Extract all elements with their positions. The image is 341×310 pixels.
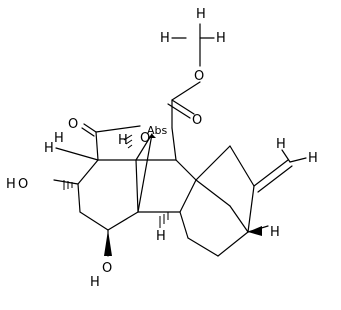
bonds <box>53 23 307 257</box>
bond-c7-c6 <box>179 211 189 239</box>
bond-methylene-1 <box>253 159 289 187</box>
bond-c10-c4b <box>135 159 139 213</box>
wedge-c1-oh <box>104 230 112 256</box>
bond-lactone-carbonyl-2 <box>81 127 95 137</box>
bond-ester-carbonyl-o1 <box>171 99 195 115</box>
wedge-bridge <box>148 134 156 138</box>
label-methyl-ester-h-left: H <box>160 31 170 46</box>
bond-c8a-c7 <box>179 179 197 213</box>
bond-ester-o-carbonyl <box>171 81 201 101</box>
bond-c8a-bridge <box>195 179 231 207</box>
bond-c1-c10 <box>107 211 139 231</box>
bond-c6-c5 <box>187 237 219 257</box>
label-h-9: H <box>156 229 166 244</box>
label-methyl-ester-h-top: H <box>196 7 206 22</box>
label-hydroxyl-3-o: O <box>18 177 28 192</box>
bond-c4-c3 <box>77 159 99 185</box>
label-methylene-h-left: H <box>276 137 286 152</box>
bond-methylene-h1 <box>281 149 291 163</box>
label-lactone-ring-o: O <box>140 131 150 146</box>
bond-methylene-2 <box>257 165 293 193</box>
bond-ester-carbonyl-o2 <box>167 103 191 119</box>
label-methyl-c4-h-left: H <box>44 141 54 156</box>
label-h-4b: H <box>118 133 128 148</box>
bond-c15-c8a <box>195 145 231 181</box>
bond-c14-c15 <box>229 145 255 187</box>
label-hydroxyl-1-o: O <box>102 261 112 276</box>
bond-methylene-h2 <box>289 157 307 163</box>
bond-bridge-c13 <box>229 205 249 233</box>
bond-c9-c8a <box>175 159 197 181</box>
hash-c4b-h <box>123 134 133 149</box>
bond-c13-c14 <box>247 185 255 233</box>
label-ester-alkoxy-o: O <box>194 69 204 84</box>
wedge-c15-h <box>248 226 262 236</box>
label-hydroxyl-3-h: H <box>6 177 16 192</box>
label-h-15: H <box>270 225 280 240</box>
bond-lactone-c-to-o <box>95 125 141 133</box>
bond-ring-c-top <box>171 127 177 161</box>
hash-c9-h <box>159 212 169 228</box>
bond-c2-c1 <box>79 211 109 231</box>
label-methyl-ester-h-right: H <box>216 31 226 46</box>
bond-c3-c2 <box>77 183 81 213</box>
bond-c3-oh <box>53 179 79 185</box>
bond-bridge-c10 <box>137 133 153 213</box>
label-methyl-c4-h-top: H <box>54 131 64 146</box>
bond-c5-c13 <box>217 231 249 257</box>
stereo-bonds <box>63 134 262 256</box>
bond-lactone-c-to-c4 <box>95 131 99 161</box>
hash-c3-oh <box>63 180 73 190</box>
bond-c4-methyl <box>55 147 99 161</box>
stereo-abs-label: Abs <box>147 124 168 137</box>
label-methylene-h-right: H <box>308 151 318 166</box>
atom-labels: H H H O O O O Abs H H H O O H H H H H H <box>6 7 318 290</box>
bond-c4b-bridge <box>135 133 153 161</box>
label-hydroxyl-1-h: H <box>90 275 100 290</box>
label-lactone-carbonyl-o: O <box>68 117 78 132</box>
label-ester-carbonyl-o: O <box>192 113 202 128</box>
bond-lactone-carbonyl-1 <box>83 123 97 133</box>
